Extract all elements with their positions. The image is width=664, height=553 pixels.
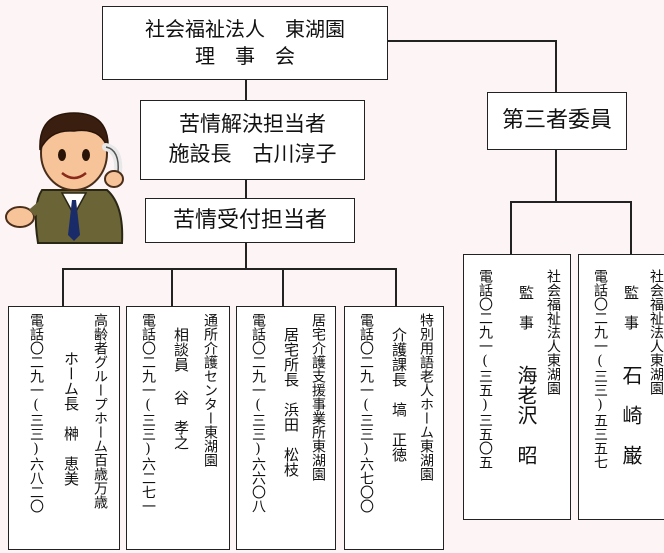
facility-phone: 電話〇二九一(三三)六二七一 [140, 313, 156, 513]
facility-phone: 電話〇二九一(三三)六六〇八 [250, 313, 266, 513]
connector-auditor-2 [630, 201, 632, 254]
connector-facility-bar [62, 268, 396, 270]
board-name: 理 事 会 [195, 44, 295, 68]
auditor-name: 海老沢 昭 [514, 365, 538, 465]
connector-resolver-down [245, 180, 247, 198]
complaint-resolver-name: 施設長 古川淳子 [168, 142, 337, 166]
facility-staff: 居宅所長 浜田 松枝 [282, 327, 300, 477]
auditor-title: 監 事 [622, 285, 640, 330]
facility-staff: 相談員 谷 孝之 [172, 327, 190, 450]
facility-name: 高齢者グループホーム百歳万歳 [92, 313, 108, 509]
complaint-receiver-label: 苦情受付担当者 [172, 208, 327, 233]
connector-third-party-down [555, 40, 557, 92]
third-party-box: 第三者委員 [487, 92, 627, 150]
facility-name: 通所介護センター東湖園 [202, 313, 218, 467]
connector-facility-4 [395, 268, 397, 306]
connector-facility-2 [171, 268, 173, 306]
facility-phone: 電話〇二九一(三三)六七〇〇 [358, 313, 374, 513]
auditor-box-2: 社会福祉法人東湖園 監 事 石 崎 巌 電話〇二九一(三三)五三五七 [578, 254, 664, 520]
connector-board-right [388, 40, 556, 42]
connector-third-party-mid [555, 150, 557, 202]
complaint-resolver-title: 苦情解決担当者 [179, 112, 326, 136]
facility-box-4: 特別用語老人ホーム東湖園 介護課長 塙 正徳 電話〇二九一(三三)六七〇〇 [344, 306, 444, 550]
third-party-label: 第三者委員 [501, 108, 612, 133]
complaint-resolver-box: 苦情解決担当者 施設長 古川淳子 [140, 100, 365, 180]
receptionist-illustration [5, 112, 124, 244]
facility-name: 居宅介護支援事業所東湖園 [310, 313, 326, 481]
connector-facility-3 [282, 268, 284, 306]
auditor-org: 社会福祉法人東湖園 [648, 269, 664, 395]
auditor-title: 監 事 [517, 285, 535, 330]
facility-staff: ホーム長 榊 恵美 [62, 351, 80, 486]
auditor-box-1: 社会福祉法人東湖園 監 事 海老沢 昭 電話〇二九一(三五)三五〇五 [463, 254, 571, 520]
board-title: 社会福祉法人 東湖園 [145, 17, 345, 41]
facility-phone: 電話〇二九一(三三)六八二〇 [28, 313, 44, 513]
board-box: 社会福祉法人 東湖園 理 事 会 [102, 6, 388, 80]
connector-board-down [245, 80, 247, 100]
auditor-phone: 電話〇二九一(三三)五三五七 [592, 269, 608, 469]
facility-name: 特別用語老人ホーム東湖園 [418, 313, 434, 481]
connector-auditor-bar [510, 201, 630, 203]
facility-box-3: 居宅介護支援事業所東湖園 居宅所長 浜田 松枝 電話〇二九一(三三)六六〇八 [236, 306, 336, 550]
connector-receiver-down [245, 243, 247, 269]
auditor-phone: 電話〇二九一(三五)三五〇五 [477, 269, 493, 469]
complaint-receiver-box: 苦情受付担当者 [145, 198, 355, 243]
facility-box-1: 高齢者グループホーム百歳万歳 ホーム長 榊 恵美 電話〇二九一(三三)六八二〇 [8, 306, 120, 550]
facility-box-2: 通所介護センター東湖園 相談員 谷 孝之 電話〇二九一(三三)六二七一 [126, 306, 230, 550]
facility-staff: 介護課長 塙 正徳 [390, 327, 408, 462]
auditor-org: 社会福祉法人東湖園 [545, 269, 561, 395]
connector-facility-1 [62, 268, 64, 306]
auditor-name: 石 崎 巌 [619, 365, 643, 465]
connector-auditor-1 [510, 201, 512, 254]
